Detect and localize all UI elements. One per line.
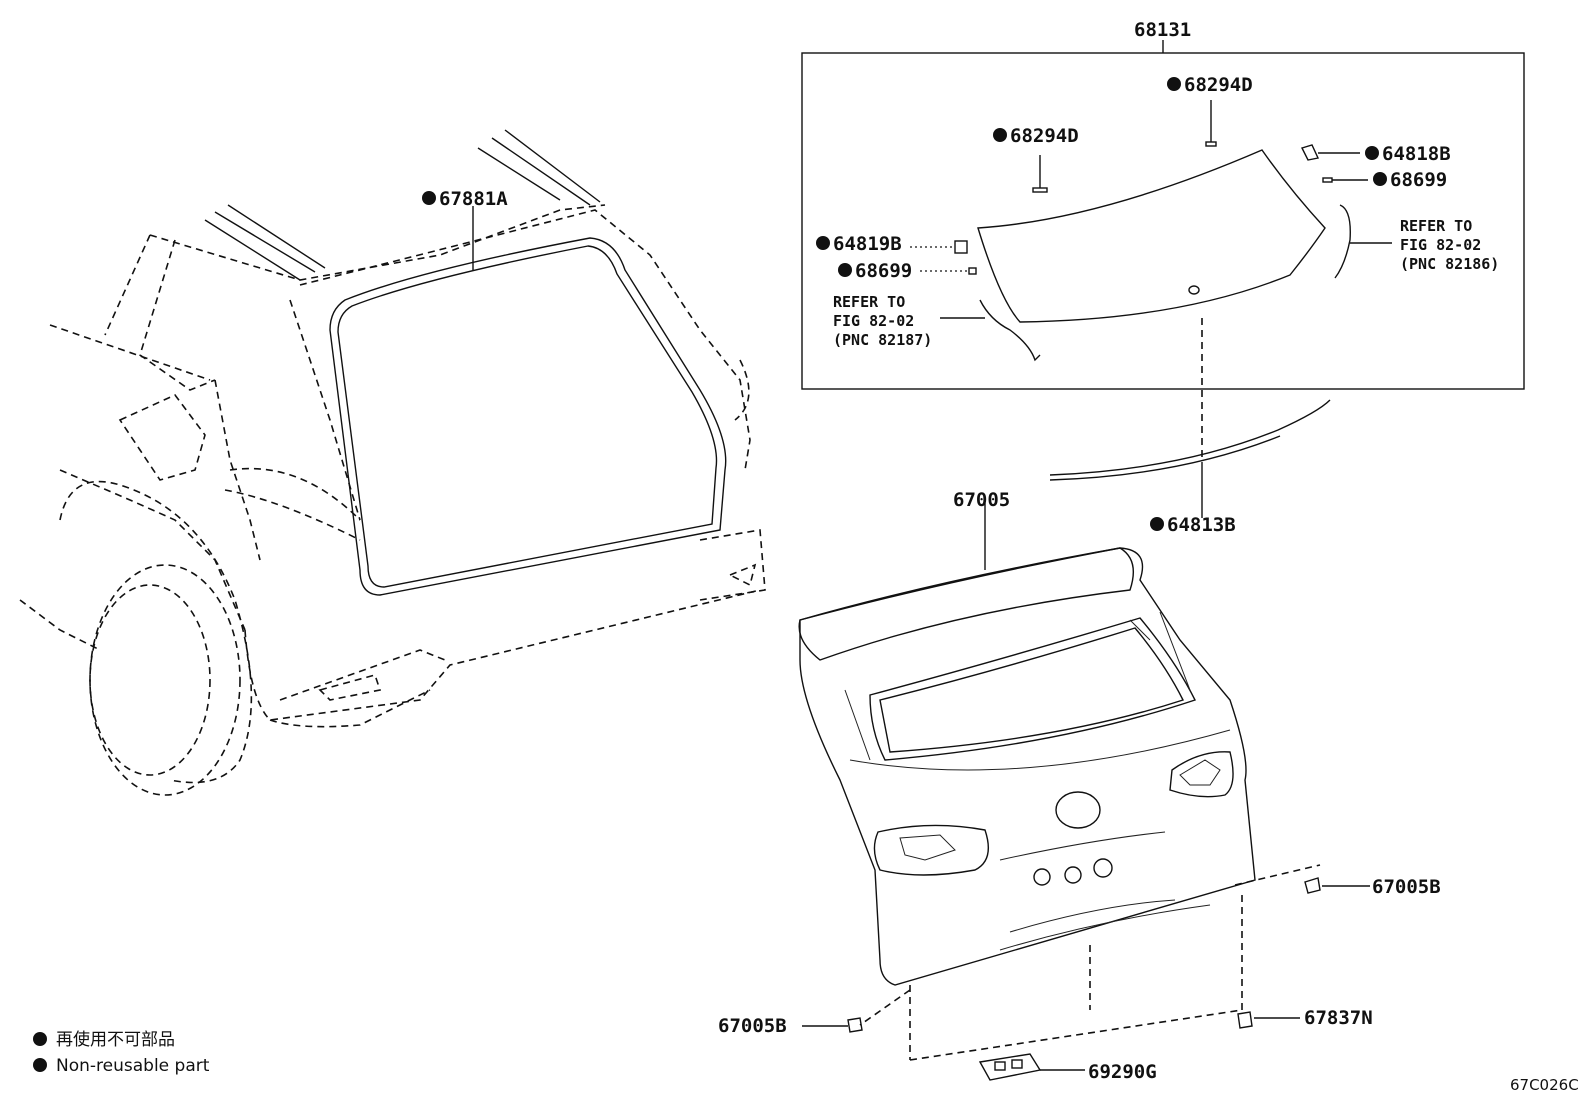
label-67005: 67005	[953, 489, 1010, 511]
non-reusable-bullet	[1373, 172, 1387, 186]
refer-left-line2: FIG 82-02	[833, 312, 914, 330]
glass-group-box	[801, 40, 1525, 460]
diagram-code: 67C026C	[1510, 1076, 1579, 1094]
weatherstrip-67881A-illustration	[329, 237, 727, 596]
refer-right-line2: FIG 82-02	[1400, 236, 1481, 254]
molding-64813B-illustration	[1049, 399, 1331, 518]
refer-right-line3: (PNC 82186)	[1400, 255, 1499, 273]
label-68294D-left: 68294D	[1010, 125, 1079, 147]
label-69290G: 69290G	[1088, 1061, 1157, 1083]
label-67837N: 67837N	[1304, 1007, 1373, 1029]
legend-bullet	[33, 1032, 47, 1046]
refer-left-line1: REFER TO	[833, 293, 905, 311]
legend-bullet	[33, 1058, 47, 1072]
label-67881A: 67881A	[439, 188, 508, 210]
refer-left-line3: (PNC 82187)	[833, 331, 932, 349]
refer-right-line1: REFER TO	[1400, 217, 1472, 235]
label-68294D-top: 68294D	[1184, 74, 1253, 96]
label-67005B-right: 67005B	[1372, 876, 1441, 898]
non-reusable-bullet	[993, 128, 1007, 142]
label-68699-right: 68699	[1390, 169, 1447, 191]
label-64818B: 64818B	[1382, 143, 1451, 165]
legend-row2: Non-reusable part	[56, 1056, 210, 1076]
legend-row1: 再使用不可部品	[56, 1029, 175, 1050]
legend: 再使用不可部品 Non-reusable part	[33, 1029, 210, 1076]
non-reusable-bullet	[1150, 517, 1164, 531]
vehicle-body-illustration	[19, 129, 766, 796]
non-reusable-bullet	[1167, 77, 1181, 91]
non-reusable-bullet	[1365, 146, 1379, 160]
label-64819B: 64819B	[833, 233, 902, 255]
non-reusable-bullet	[816, 236, 830, 250]
fasteners-illustration	[802, 877, 1370, 1081]
label-68699-left: 68699	[855, 260, 912, 282]
back-door-67005-illustration	[798, 503, 1321, 1061]
non-reusable-bullet	[838, 263, 852, 277]
non-reusable-bullet	[422, 191, 436, 205]
label-68131: 68131	[1134, 19, 1191, 41]
label-67005B-left: 67005B	[718, 1015, 787, 1037]
label-64813B: 64813B	[1167, 514, 1236, 536]
